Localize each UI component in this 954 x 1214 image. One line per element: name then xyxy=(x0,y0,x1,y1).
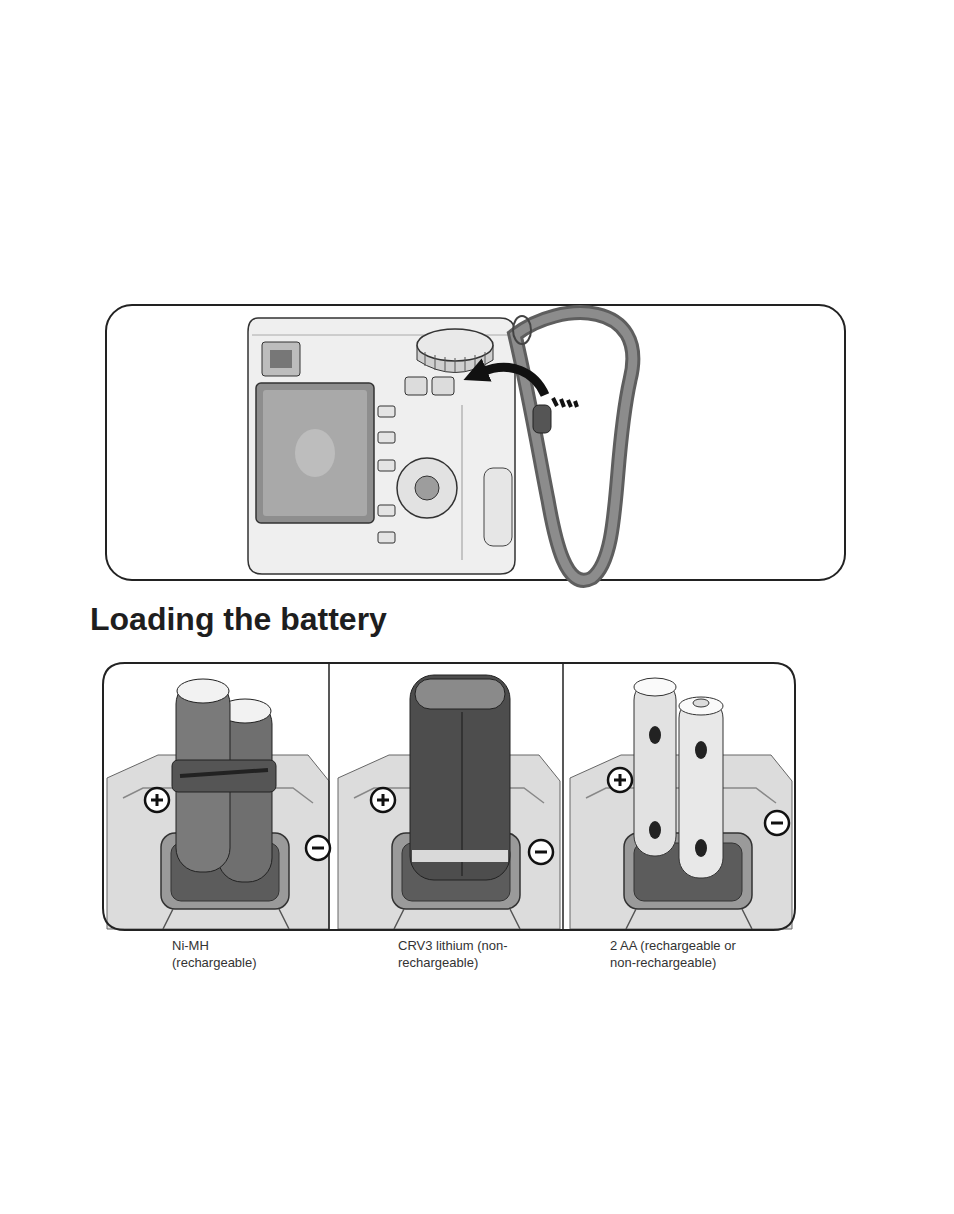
battery-caption: CRV3 lithium (non-rechargeable) xyxy=(398,937,514,971)
battery-caption: 2 AA (rechargeable or non-rechargeable) xyxy=(610,937,752,971)
section-heading: Loading the battery xyxy=(90,600,387,638)
battery-caption: Ni-MH (rechargeable) xyxy=(172,937,282,971)
